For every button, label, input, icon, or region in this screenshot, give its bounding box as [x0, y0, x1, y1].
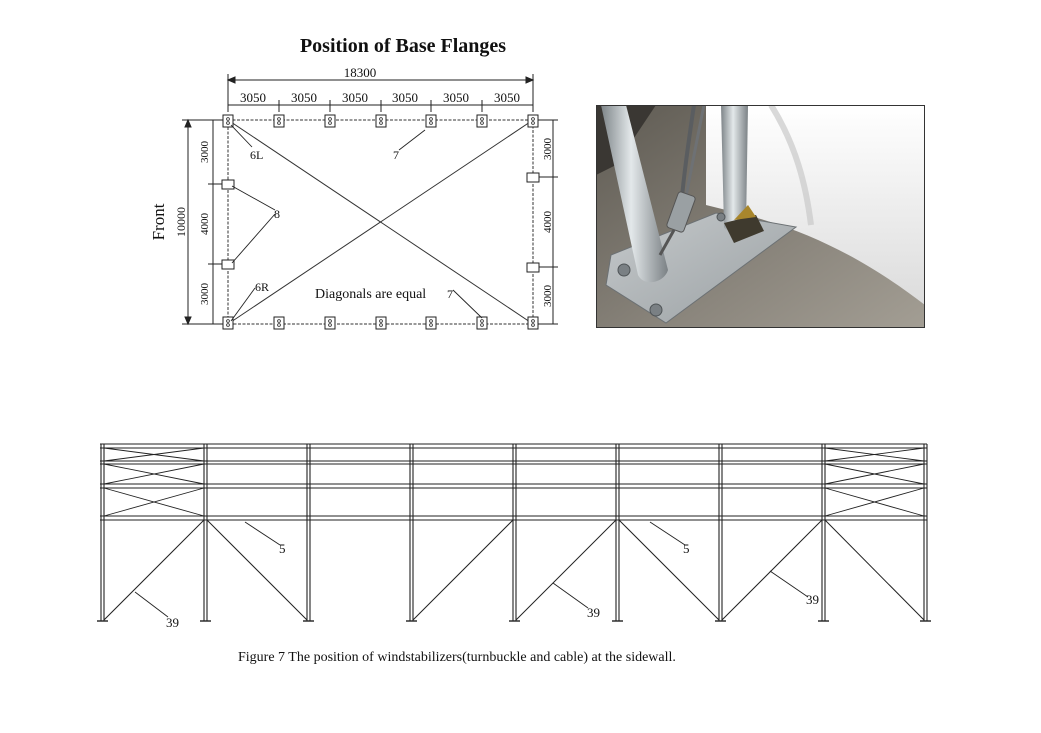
diagonal-cables [227, 119, 534, 325]
callout-leaders [230, 124, 483, 322]
overall-depth-label: 10000 [174, 207, 188, 237]
bay-dimension-line [228, 100, 533, 112]
elevation-leaders [134, 521, 809, 618]
bay-width-label: 3050 [240, 90, 266, 105]
right-dimension-lines [538, 119, 558, 325]
callout-39-mid: 39 [587, 605, 600, 620]
callout-7-top: 7 [393, 148, 399, 162]
bay-width-label: 3050 [342, 90, 368, 105]
base-flange-plan-drawing: Position of Base Flanges 18300 3050 3050… [149, 35, 558, 330]
right-dim-label: 4000 [542, 211, 554, 234]
callout-8: 8 [274, 207, 280, 221]
plan-title: Position of Base Flanges [300, 35, 506, 57]
flange-bolts [226, 117, 535, 327]
callout-5-left: 5 [279, 541, 286, 556]
sidewall-elevation-drawing: 5 5 39 39 39 [97, 443, 931, 630]
right-dim-label: 3000 [542, 138, 554, 161]
bay-width-label: 3050 [443, 90, 469, 105]
end-bay-bracing [103, 447, 925, 517]
left-dim-label: 4000 [199, 213, 211, 236]
elevation-frame [100, 443, 928, 621]
left-dim-label: 3000 [199, 141, 211, 164]
bay-width-label: 3050 [392, 90, 418, 105]
callout-7-bottom: 7 [447, 287, 453, 301]
left-dimension-lines [182, 118, 223, 326]
bay-width-label: 3050 [291, 90, 317, 105]
overall-length-label: 18300 [344, 65, 377, 80]
right-dim-label: 3000 [542, 285, 554, 308]
figure-caption: Figure 7 The position of windstabilizers… [238, 650, 676, 665]
diagonals-note: Diagonals are equal [315, 287, 426, 302]
wind-stabilizer-cables [103, 519, 925, 621]
bay-width-label: 3050 [494, 90, 520, 105]
front-side-label: Front [149, 203, 168, 240]
left-dim-label: 3000 [199, 283, 211, 306]
callout-5-right: 5 [683, 541, 690, 556]
overall-length-dimension [226, 74, 535, 112]
callout-6r: 6R [255, 280, 269, 294]
anchor-photo [596, 105, 925, 328]
callout-39-left: 39 [166, 615, 179, 630]
callout-39-right: 39 [806, 592, 819, 607]
callout-6l: 6L [250, 148, 263, 162]
